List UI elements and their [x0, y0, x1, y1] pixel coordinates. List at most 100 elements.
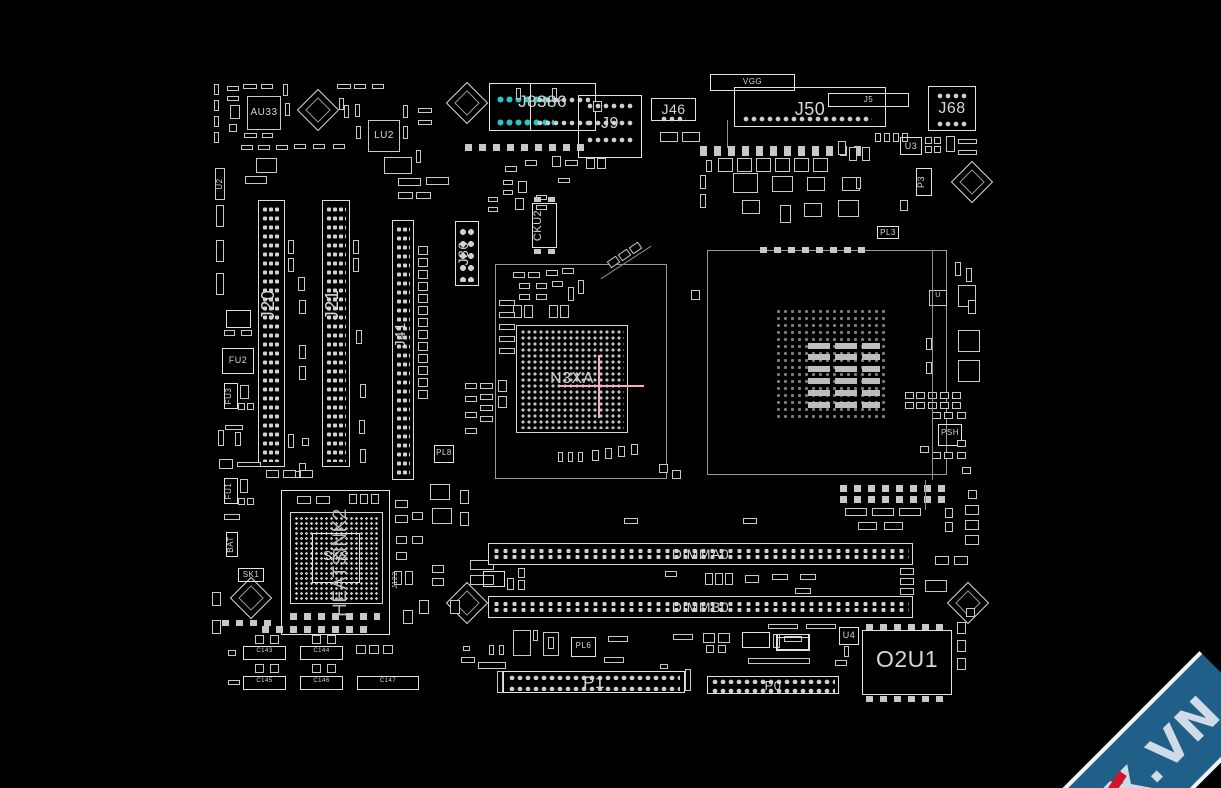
component-fu2[interactable] [222, 348, 254, 374]
smd-pad [418, 318, 428, 327]
socket-key-pad [808, 354, 830, 360]
connector-pl6[interactable] [571, 637, 596, 657]
chip-au33[interactable] [247, 96, 281, 130]
smd-pad [807, 177, 825, 191]
smd-pad [604, 657, 624, 663]
cpu-socket-pins[interactable] [775, 308, 887, 418]
socket-key-pad [808, 343, 830, 349]
component-fu3[interactable] [224, 383, 238, 409]
smd-pad [298, 277, 305, 291]
component-psh[interactable] [938, 424, 962, 446]
smd-pad [235, 432, 241, 446]
smd-pad [548, 637, 554, 649]
smd-pad [957, 640, 966, 652]
component-bat[interactable] [226, 532, 238, 557]
socket-key-pad [808, 366, 830, 372]
smd-pad [480, 383, 493, 389]
smd-pad [450, 600, 460, 614]
smd-pad [685, 669, 691, 691]
smd-pad [660, 664, 668, 669]
chip-o2u1[interactable] [862, 630, 952, 695]
connector-j5[interactable] [828, 93, 909, 107]
connector-pl8[interactable] [434, 445, 454, 463]
smd-pad [804, 203, 822, 217]
smd-pad [775, 158, 790, 172]
chip-lu2[interactable] [368, 120, 400, 152]
smd-pad [957, 452, 966, 459]
chip-cku2[interactable] [532, 203, 557, 248]
smd-pad [339, 98, 344, 110]
smd-pad [503, 180, 513, 185]
smd-pad [900, 200, 908, 211]
smd-pad [706, 645, 714, 653]
bga-sk2[interactable] [290, 512, 383, 604]
pin-dots [508, 674, 680, 680]
smd-pad [418, 366, 428, 375]
smd-pad [418, 246, 428, 255]
smd-pad [465, 396, 477, 402]
smd-pad [945, 508, 953, 518]
connector-p3[interactable] [916, 168, 932, 196]
connector-vgg[interactable] [710, 74, 795, 91]
slot-j20[interactable] [258, 200, 285, 467]
socket-key-pad [835, 343, 857, 349]
smd-pad [524, 305, 533, 318]
slot-dimmb0[interactable] [488, 596, 913, 618]
smd-pad [568, 287, 574, 301]
smd-pad [218, 430, 224, 446]
pin-dots [459, 226, 475, 282]
connector-pl3[interactable] [877, 226, 899, 239]
smd-pad [418, 342, 428, 351]
socket-key-pad [862, 390, 880, 396]
smd-pad [952, 392, 961, 399]
smd-pad [776, 634, 810, 650]
connector-j9[interactable] [578, 95, 642, 158]
smd-pad [932, 412, 941, 419]
heatsink2-outline[interactable] [281, 490, 390, 635]
smd-pad [968, 300, 976, 314]
smd-pad [266, 470, 279, 478]
smd-pad [958, 330, 980, 352]
component-fu1[interactable] [224, 478, 238, 504]
bga-n3xa[interactable] [516, 325, 628, 433]
component-sk1[interactable] [238, 568, 264, 582]
smd-pad [862, 147, 870, 161]
smd-pad [513, 305, 522, 318]
slot-j21[interactable] [322, 200, 350, 467]
connector-j36[interactable] [455, 221, 479, 286]
smd-pad [488, 197, 498, 202]
smd-pad [858, 522, 877, 530]
smd-pad [371, 494, 379, 504]
smd-pad [507, 578, 514, 590]
smd-pad-row [534, 197, 555, 202]
smd-pad [418, 120, 432, 125]
slot-j41[interactable] [392, 220, 414, 480]
smd-pad [300, 470, 313, 478]
connector-j68[interactable] [928, 86, 976, 131]
smd-pad [499, 312, 515, 318]
smd-pad [488, 207, 498, 212]
socket-key-pad [835, 354, 857, 360]
smd-pad [354, 84, 366, 89]
connector-j50[interactable] [734, 87, 886, 127]
slot-dimma0[interactable] [488, 543, 913, 565]
chip-u3[interactable] [900, 137, 922, 155]
smd-pad [418, 330, 428, 339]
smd-pad [780, 205, 791, 223]
smd-pad [403, 105, 408, 118]
connector-p0[interactable] [707, 676, 839, 694]
smd-pad [578, 280, 584, 294]
smd-pad [228, 680, 240, 685]
smd-pad [349, 494, 357, 504]
smd-pad [359, 420, 365, 434]
smd-pad [285, 103, 290, 116]
chip-u4[interactable] [839, 627, 859, 645]
smd-pad [384, 157, 412, 174]
smd-pad-row [700, 146, 865, 156]
smd-pad [297, 496, 311, 504]
smd-pad [958, 139, 977, 144]
pin-dots [660, 115, 686, 122]
connector-p1[interactable] [503, 671, 685, 693]
smd-pad [238, 403, 245, 410]
